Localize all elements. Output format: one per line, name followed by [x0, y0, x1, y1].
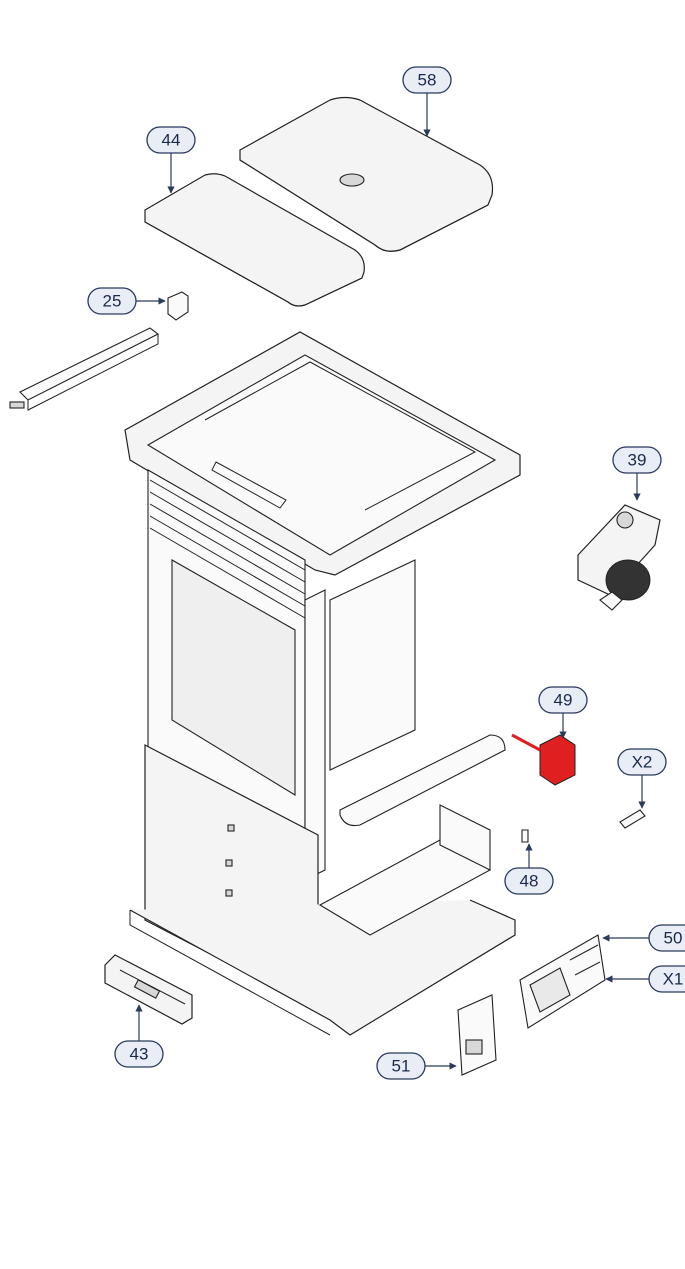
callout-39[interactable]: 39: [612, 446, 662, 501]
part-43-control-panel: [104, 954, 193, 1025]
part-44-lid: [144, 173, 365, 307]
callout-49[interactable]: 49: [538, 686, 588, 739]
part-58-top-lid: [239, 96, 494, 252]
callout-43-label: 43: [130, 1045, 149, 1064]
part-x2-pin: [619, 809, 646, 829]
callout-x2-label: X2: [632, 753, 653, 772]
callout-43[interactable]: 43: [114, 1004, 164, 1068]
callout-x1-label: X1: [663, 970, 684, 989]
part-49-thermostat: [511, 733, 576, 786]
callout-50-label: 50: [664, 929, 683, 948]
callout-51-label: 51: [392, 1057, 411, 1076]
callout-49-label: 49: [554, 691, 573, 710]
callout-44-label: 44: [162, 131, 181, 150]
callout-39-label: 39: [628, 451, 647, 470]
callout-51[interactable]: 51: [376, 1052, 457, 1080]
callout-48[interactable]: 48: [504, 843, 554, 895]
callout-x2[interactable]: X2: [617, 748, 667, 809]
callout-44[interactable]: 44: [146, 126, 196, 194]
callout-25-label: 25: [103, 292, 122, 311]
part-51-small-board: [457, 994, 497, 1076]
callout-x1[interactable]: X1: [605, 965, 685, 993]
part-39-motor: [577, 504, 661, 611]
callout-58-label: 58: [418, 71, 437, 90]
callout-58[interactable]: 58: [402, 66, 452, 137]
part-25-bracket: [9, 291, 189, 411]
callout-48-label: 48: [520, 872, 539, 891]
callout-25[interactable]: 25: [87, 287, 166, 315]
main-body: [124, 331, 521, 1036]
part-48-pin: [521, 829, 529, 843]
callout-50[interactable]: 50: [602, 924, 685, 952]
part-50-main-board: [519, 934, 606, 1029]
